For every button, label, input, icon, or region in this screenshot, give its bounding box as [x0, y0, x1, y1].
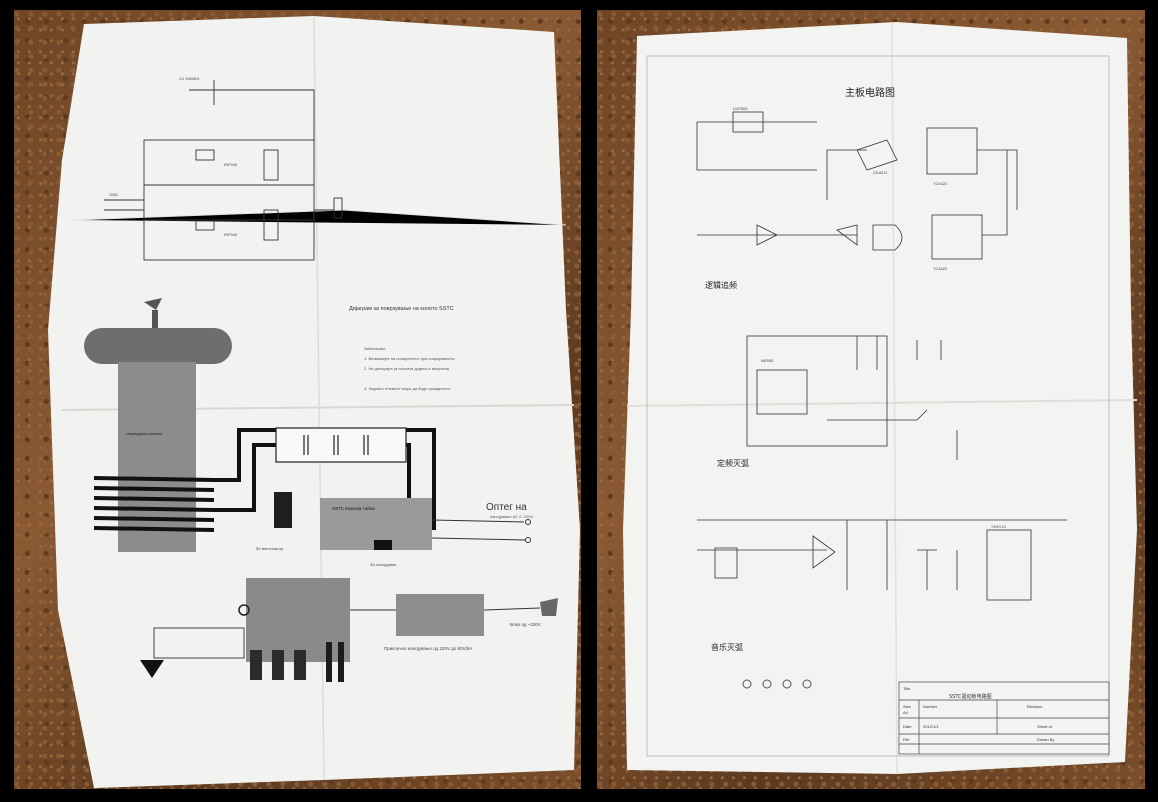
left-caption: Дијаграм за поврзување на колото SSTC [349, 306, 454, 312]
section-music: 音乐灭弧 [711, 642, 743, 652]
right-photo-panel: 主板电路图 LM7805 CD4011 TC4422 TC4422 [597, 10, 1145, 789]
tb-number-label: Number [923, 704, 938, 709]
right-sheet-drawing: 主板电路图 LM7805 CD4011 TC4422 TC4422 [623, 21, 1138, 775]
tb-size-value: A4 [903, 710, 909, 715]
note-2: 2. Не допирајте ја плочата додека е вклу… [364, 366, 450, 371]
left-photo-panel: C1 1N5819 IRF540 IRF540 GND Дијаграм за … [14, 10, 581, 789]
tb-title-label: Title [903, 686, 911, 691]
section-fixed: 定频灭弧 [717, 458, 749, 468]
tb-sheet-label: Sheet of [1037, 724, 1053, 729]
note-1: 1. Внимавајте на поларитетот при поврзув… [364, 356, 455, 361]
note-0: Забелешки: [364, 346, 386, 351]
tb-revision-label: Revision [1027, 704, 1042, 709]
ic-label-3: TC4422 [933, 266, 948, 271]
tb-file-label: File [903, 737, 910, 742]
ic-label-5: 74HC14 [991, 524, 1006, 529]
tb-date-label: Date [903, 724, 912, 729]
svg-text:GND: GND [109, 192, 118, 197]
section-logic: 逻辑追频 [705, 280, 737, 290]
supply-label: Приклучно напојување од 220V до 50V/6A [384, 646, 472, 651]
note-3: 3. Ладниот елемент мора да биде прицврст… [364, 386, 451, 391]
ic-label-0: LM7805 [733, 106, 748, 111]
svg-text:IRF540: IRF540 [224, 162, 238, 167]
main-title: 主板电路图 [845, 86, 895, 99]
tb-title-value: SSTC驱动板电路图 [949, 693, 992, 700]
fan-label: 5V вентилатор [256, 546, 284, 551]
svg-text:C1 1N5819: C1 1N5819 [179, 76, 200, 81]
tb-size-label: Size [903, 704, 912, 709]
tb-drawn-label: Drawn By [1037, 737, 1054, 742]
svg-text:IRF540: IRF540 [224, 232, 238, 237]
ic-label-2: TC4422 [933, 181, 948, 186]
output-label: Оптег на [486, 502, 527, 513]
ic-label-4: NE555 [761, 358, 774, 363]
power-in: Влез од ~220V [510, 622, 541, 627]
board-label: SSTC возачка табла [332, 506, 375, 511]
coil-label: секундарна калема [126, 431, 163, 436]
output-sub: напојување AC 0~220V [490, 514, 534, 519]
ic-label-1: CD4011 [873, 170, 888, 175]
plug-label: 3А осигурувач [370, 562, 396, 567]
tb-date-value: 2012/1/1 [923, 724, 939, 729]
left-sheet-drawing: C1 1N5819 IRF540 IRF540 GND Дијаграм за … [48, 15, 580, 788]
